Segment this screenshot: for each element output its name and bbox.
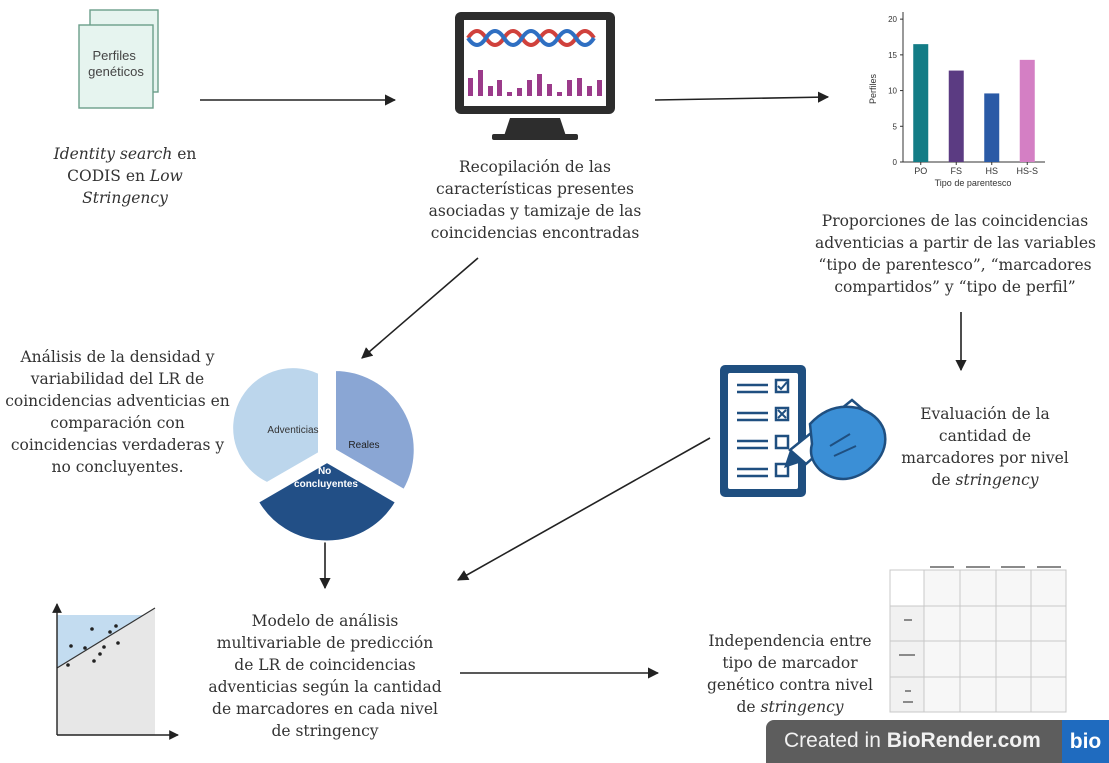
bar-po bbox=[913, 44, 929, 163]
step2-collection-text: Recopilación de las características pres… bbox=[428, 158, 642, 242]
text-segment: genético contra nivel bbox=[706, 676, 873, 694]
arrow-collection-to-pie bbox=[361, 257, 479, 359]
y-tick-label: 10 bbox=[888, 87, 897, 96]
pie-slice-no-concluyentes bbox=[256, 460, 398, 543]
arrow-collection-to-chart bbox=[654, 91, 830, 103]
text-line: Independencia entre bbox=[700, 630, 880, 652]
x-tick-label: HS bbox=[985, 166, 998, 176]
profiles-icon-label: Perfiles genéticos bbox=[88, 48, 144, 79]
genetic-profiles-icon: Perfiles genéticos bbox=[78, 9, 159, 109]
bar-hs-s bbox=[1019, 59, 1035, 162]
bar-fs bbox=[948, 70, 964, 162]
text-segment: cantidad de bbox=[938, 427, 1032, 445]
pie-chart: Adventicias Reales No concluyentes bbox=[231, 366, 416, 543]
pie-label-no-concluyentes: No concluyentes bbox=[294, 466, 358, 490]
chart-ylabel: Perfiles bbox=[868, 73, 878, 104]
italic-term: Identity search bbox=[53, 145, 173, 163]
italic-term: stringency bbox=[955, 471, 1039, 489]
clipboard-checklist-icon bbox=[720, 365, 806, 497]
arrow-markers-to-model bbox=[457, 437, 711, 581]
italic-term: Stringency bbox=[82, 189, 168, 207]
text-segment: tipo de marcador bbox=[722, 654, 858, 672]
text-line: Identity search en bbox=[40, 143, 210, 165]
step4-density-analysis-text: Análisis de la densidad y variabilidad d… bbox=[5, 348, 230, 476]
italic-term: Low bbox=[149, 167, 183, 185]
text-segment: marcadores por nivel bbox=[901, 449, 1069, 467]
pie-label-adventicias: Adventicias bbox=[267, 425, 318, 436]
pie-slice-adventicias bbox=[231, 366, 320, 485]
text-line: de stringency bbox=[700, 696, 880, 718]
text-line: Evaluación de la bbox=[895, 403, 1075, 425]
y-tick-label: 0 bbox=[893, 158, 898, 167]
text-line: CODIS en Low bbox=[40, 165, 210, 187]
hand-with-pen-icon bbox=[784, 398, 887, 481]
text-segment: de bbox=[931, 471, 956, 489]
text-line: de stringency bbox=[895, 469, 1075, 491]
text-segment: Independencia entre bbox=[708, 632, 872, 650]
chart-xlabel: Tipo de parentesco bbox=[935, 178, 1012, 188]
bar-chart: 0 5 10 15 20 PO FS HS HS-S Perfiles Tipo de par… bbox=[868, 12, 1045, 188]
italic-term: stringency bbox=[760, 698, 844, 716]
biorender-logo: bio bbox=[1062, 720, 1109, 763]
step7-independence-text: Independencia entre tipo de marcador genét… bbox=[700, 630, 880, 718]
text-segment: de bbox=[736, 698, 761, 716]
text-line: marcadores por nivel bbox=[895, 447, 1075, 469]
text-line: Stringency bbox=[40, 187, 210, 209]
step5-marker-evaluation-text: Evaluación de la cantidad de marcadores po… bbox=[895, 403, 1075, 491]
monitor-icon bbox=[455, 12, 615, 140]
bar-hs bbox=[984, 93, 1000, 162]
x-tick-label: HS-S bbox=[1016, 166, 1038, 176]
monitor-mini-bars bbox=[468, 70, 602, 96]
y-tick-label: 5 bbox=[893, 122, 898, 131]
x-tick-label: PO bbox=[914, 166, 927, 176]
flow-arrows bbox=[200, 91, 967, 679]
y-tick-label: 20 bbox=[888, 15, 897, 24]
y-tick-label: 15 bbox=[888, 51, 897, 60]
biorender-badge[interactable]: Created in BioRender.com bio bbox=[766, 720, 1109, 763]
table-grid-icon bbox=[889, 566, 1067, 713]
pie-slice-reales bbox=[334, 368, 416, 492]
text-line: tipo de marcador bbox=[700, 652, 880, 674]
regression-plot bbox=[52, 603, 179, 740]
dna-strand-red bbox=[466, 29, 596, 47]
text-segment: CODIS en bbox=[67, 167, 150, 185]
badge-text: Created in BioRender.com bbox=[784, 729, 1041, 752]
text-line: genético contra nivel bbox=[700, 674, 880, 696]
pie-label-reales: Reales bbox=[348, 440, 379, 451]
x-tick-label: FS bbox=[950, 166, 962, 176]
text-line: cantidad de bbox=[895, 425, 1075, 447]
step6-multivariable-model-text: Modelo de análisis multivariable de pred… bbox=[208, 612, 442, 740]
step3-proportions-text: Proporciones de las coincidencias advent… bbox=[815, 212, 1096, 296]
text-segment: Evaluación de la bbox=[920, 405, 1050, 423]
dna-strand-blue bbox=[466, 29, 596, 47]
text-segment: en bbox=[172, 145, 197, 163]
